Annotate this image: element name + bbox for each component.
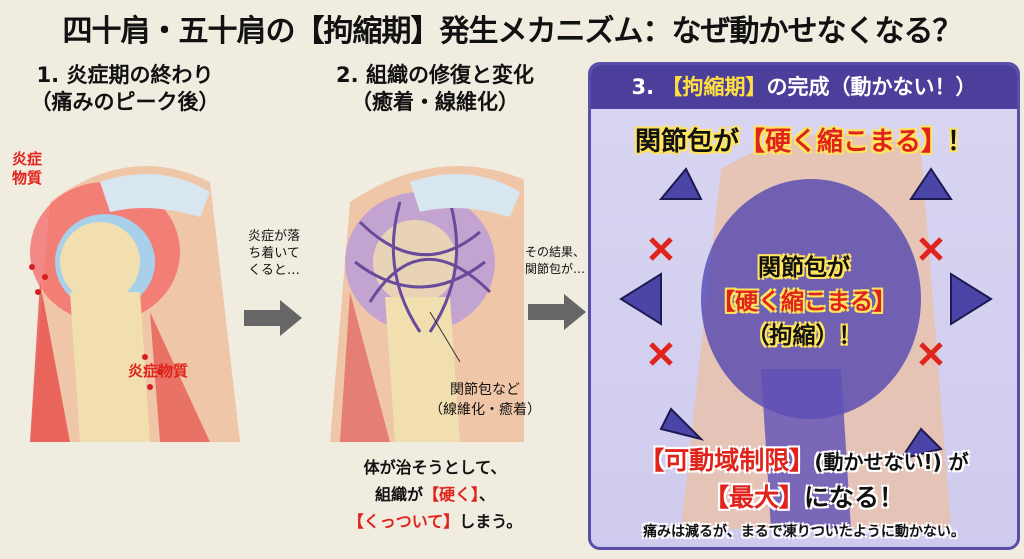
top-c: ！ — [947, 127, 974, 157]
shoulder-adhesion-illustration — [330, 166, 524, 442]
center-line1: 関節包が — [758, 255, 850, 281]
caption-line2-b: 【硬く】 — [422, 485, 479, 504]
caption-line3-b: しまう。 — [459, 512, 523, 531]
label-joint-capsule-line2: （線維化・癒着） — [429, 402, 541, 418]
label-inflammatory-substance-bottom: 炎症物質 — [128, 362, 189, 380]
header-key: 【拘縮期】 — [661, 75, 767, 99]
panel2-caption: 体が治そうとして、 組織が【硬く】、 【くっついて】しまう。 — [300, 454, 570, 535]
top-a: 関節包が — [634, 127, 739, 157]
top-b: 【硬く縮こまる】 — [738, 127, 947, 157]
bottom-b: (動かせない!) が — [814, 450, 969, 474]
header-num: 3. — [631, 75, 655, 99]
panel-repair: 2. 組織の修復と変化 （癒着・線維化） 関節包など （線維化・癒着） 体が治そう… — [300, 62, 541, 552]
bottom-note: 痛みは減るが、まるで凍りついたように動かない。 — [643, 524, 965, 540]
top-statement: 関節包が【硬く縮こまる】！ — [591, 121, 1017, 158]
label-inflammatory-substance-top: 炎症物質 — [12, 150, 43, 187]
center-line2: 【硬く縮こまる】 — [712, 289, 896, 315]
panel1-subtitle: （痛みのピーク後） — [30, 90, 220, 114]
bottom-statement: 【可動域制限】(動かせない!) が 【最大】になる！ — [591, 443, 1017, 516]
caption-line2-c: 、 — [479, 485, 496, 504]
label-joint-capsule: 関節包など （線維化・癒着） — [420, 380, 550, 420]
bottom-c: 【最大】 — [703, 483, 804, 512]
panel-inflammation: 1. 炎症期の終わり （痛みのピーク後） 炎症物質 炎症物質 — [0, 62, 250, 442]
caption-line3-a: 【くっついて】 — [347, 512, 460, 531]
panel3-header: 3. 【拘縮期】の完成（動かない！） — [591, 65, 1017, 109]
arrow-right-icon — [244, 300, 302, 336]
panel-contracture: 3. 【拘縮期】の完成（動かない！） 関節包が【硬く縮こまる】！ 関節包が 【硬… — [588, 62, 1020, 550]
page-title: 四十肩・五十肩の【拘縮期】発生メカニズム：なぜ動かせなくなる？ — [62, 14, 963, 49]
shoulder-contracted-illustration — [619, 133, 993, 529]
bottom-d: になる！ — [804, 483, 905, 512]
panel2-title: 2. 組織の修復と変化 — [336, 63, 534, 87]
center-statement: 関節包が 【硬く縮こまる】 （拘縮）！ — [591, 251, 1017, 353]
label-joint-capsule-line1: 関節包など — [450, 382, 520, 398]
panel2-subtitle: （癒着・線維化） — [351, 90, 519, 114]
arrow2-text: その結果、関節包が… — [524, 245, 585, 276]
caption-line1: 体が治そうとして、 — [363, 458, 507, 477]
center-line3: （拘縮）！ — [746, 323, 862, 349]
shoulder-inflamed-illustration — [29, 166, 240, 442]
arrow1-text: 炎症が落ち着いてくると… — [247, 229, 300, 278]
panel1-title: 1. 炎症期の終わり — [36, 63, 214, 87]
caption-line3: 【くっついて】しまう。 — [300, 508, 570, 535]
caption-line2-a: 組織が — [374, 485, 423, 504]
arrow-right-icon — [528, 294, 586, 330]
header-rest: の完成（動かない！） — [766, 75, 977, 99]
bottom-a: 【可動域制限】 — [639, 446, 815, 475]
caption-line2: 組織が【硬く】、 — [300, 481, 570, 508]
